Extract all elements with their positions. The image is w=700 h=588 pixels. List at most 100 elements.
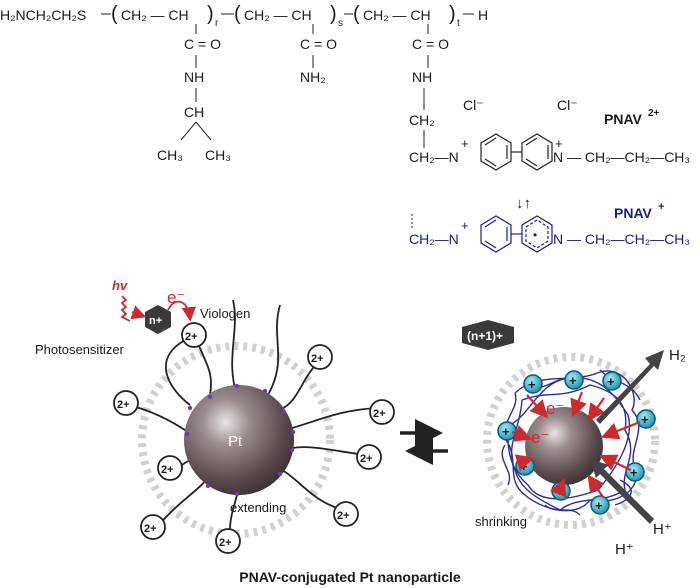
ch2-n-link: CH₂—N	[409, 149, 459, 165]
cation-plus: +	[556, 484, 564, 499]
cation-plus: +	[607, 374, 615, 389]
pnav1-label: PNAV	[614, 205, 653, 221]
charge-badge: 2+	[113, 390, 139, 416]
amide-nh-3: NH	[412, 69, 432, 85]
carbonyl-2: C = O	[300, 36, 337, 52]
light-wave	[120, 295, 131, 322]
hydration-shell-right	[483, 353, 659, 529]
charge-text: 2+	[219, 537, 232, 549]
cation-plus: +	[502, 424, 510, 439]
subscript-t: t	[457, 18, 460, 29]
cation-badge: +	[497, 421, 517, 441]
chloride-2: Cl⁻	[557, 97, 578, 113]
carbonyl-1: C = O	[184, 36, 221, 52]
cation-plus: +	[641, 412, 649, 427]
oxidized-charge: (n+1)+	[467, 329, 503, 343]
cation-badge: +	[523, 374, 543, 394]
pnav2-charge: 2+	[648, 108, 660, 119]
charge-badge: 2+	[181, 322, 207, 348]
h2-out-arrow	[596, 350, 664, 424]
pnav2-label: PNAV	[604, 111, 643, 127]
viologen-label: Viologen	[200, 306, 250, 321]
viologen-charges: 2+ 2+ 2+ 2+ 2+ 2+ 2+ 2+ 2+	[113, 322, 395, 554]
light-arrow	[130, 305, 147, 320]
figure-caption: PNAV-conjugated Pt nanoparticle	[239, 569, 461, 585]
repeat-unit-1: CH₂ — CH	[121, 7, 189, 23]
bracket-open-2: (	[234, 3, 241, 25]
bracket-open-1: (	[111, 3, 118, 25]
oxidized-sensitizer: (n+1)+	[462, 320, 514, 350]
terminal-h: H	[478, 7, 488, 23]
polymer-formula: H₂NCH₂CH₂S ( CH₂ — CH ) r ( CH₂ — CH ) s…	[0, 3, 690, 253]
shrunk-particle: + + + + + + + + + e⁻ e⁻ (n+1)+	[462, 320, 686, 558]
charge-badge: 2+	[157, 455, 183, 481]
bipyridinium-ring-oxidized	[480, 133, 553, 171]
charge-badge: 2+	[369, 399, 395, 425]
plus-n2: +	[555, 136, 563, 151]
cation-badge: +	[564, 370, 584, 390]
electron-transfer-arrow	[167, 300, 196, 322]
cation-plus: +	[528, 377, 536, 392]
charge-text: 2+	[337, 510, 350, 522]
methylene-ch2: CH₂	[409, 112, 435, 128]
n-propyl-oxidized: N — CH₂—CH₂—CH₃	[553, 149, 690, 165]
charge-text: 2+	[117, 399, 130, 411]
repeat-unit-3: CH₂ — CH	[363, 7, 431, 23]
subscript-r: r	[215, 18, 219, 29]
cation-plus: +	[569, 373, 577, 388]
subscript-s: s	[338, 18, 343, 29]
charge-badge: 2+	[333, 501, 359, 527]
shrinking-label: shrinking	[475, 514, 527, 529]
bracket-close-3: )	[449, 3, 456, 25]
bracket-close-1: )	[207, 3, 214, 25]
carbonyl-3: C = O	[412, 36, 449, 52]
redox-equilibrium-arrows: ↓↑	[516, 195, 531, 212]
bond-1e	[195, 121, 212, 141]
cation-plus: +	[595, 498, 603, 513]
chain-end-group: H₂NCH₂CH₂S	[0, 7, 86, 23]
amide-nh-1: NH	[184, 69, 204, 85]
chloride-1: Cl⁻	[463, 97, 484, 113]
bipyridinium-ring-reduced	[480, 215, 553, 253]
methine-ch: CH	[184, 104, 204, 120]
h-plus-label-1: H⁺	[653, 521, 672, 538]
cation-plus: +	[630, 465, 638, 480]
pt-label: Pt	[228, 433, 243, 450]
charge-text: 2+	[311, 353, 324, 365]
charge-text: 2+	[360, 453, 373, 465]
electron-label-inner-2: e⁻	[531, 428, 549, 447]
gas-arrows	[590, 350, 664, 524]
plus-n-reduced: +	[461, 218, 469, 233]
electron-flow-arrows	[511, 391, 641, 498]
pt-sphere-left	[184, 385, 294, 495]
charge-text: 2+	[185, 331, 198, 343]
bond-1d	[180, 121, 197, 141]
anchor-points	[184, 383, 296, 497]
methyl-2: CH₃	[205, 147, 231, 163]
cation-badge: +	[636, 409, 656, 429]
charge-badge: 2+	[356, 444, 382, 470]
cation-badge: +	[590, 495, 610, 515]
photosensitizer-label: Photosensitizer	[35, 342, 125, 357]
h2-label: H₂	[669, 347, 686, 364]
plus-n1: +	[461, 136, 469, 151]
extended-particle: Pt 2+ 2+ 2+ 2+ 2+ 2+ 2+ 2+ 2+ n+ hv e⁻ V…	[35, 278, 395, 554]
radical-dot: •	[533, 228, 537, 242]
extending-label: extending	[230, 500, 286, 515]
methyl-1: CH₃	[157, 147, 183, 163]
charge-text: 2+	[161, 464, 174, 476]
charge-badge: 2+	[215, 528, 241, 554]
photosensitizer: n+	[145, 305, 171, 334]
sensitizer-charge: n+	[149, 315, 162, 327]
bracket-close-2: )	[330, 3, 337, 25]
bracket-open-3: (	[353, 3, 360, 25]
repeat-unit-2: CH₂ — CH	[244, 7, 312, 23]
charge-text: 2+	[373, 408, 386, 420]
cation-badge: +	[625, 462, 645, 482]
n-propyl-reduced: N — CH₂—CH₂—CH₃	[553, 231, 690, 247]
electron-label: e⁻	[167, 288, 185, 307]
h-plus-label-2: H⁺	[615, 541, 634, 558]
ch2-n-link-reduced: CH₂—N	[409, 231, 459, 247]
